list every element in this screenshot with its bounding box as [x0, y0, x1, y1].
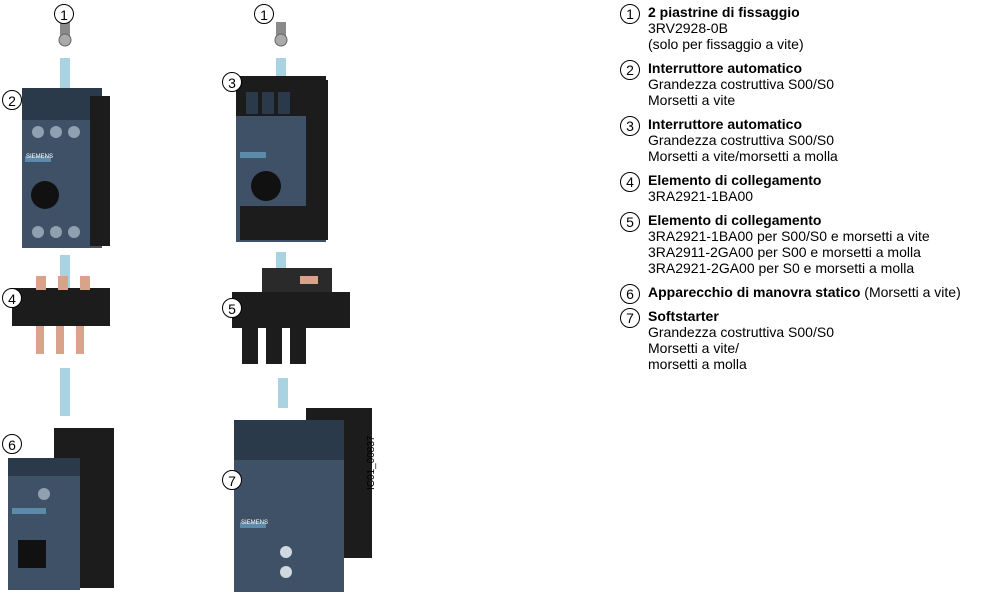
fixing-plate-right: [274, 22, 288, 47]
legend-number: 5: [620, 212, 640, 232]
connector-bar: [278, 378, 288, 408]
figure-id: IC01_00837: [366, 435, 377, 491]
legend-entry-5: 5 Elemento di collegamento 3RA2921-1BA00…: [620, 212, 995, 276]
callout-6: 6: [2, 434, 22, 454]
solid-state-switching-device: [8, 428, 114, 590]
legend-entry-6: 6 Apparecchio di manovra statico (Morset…: [620, 284, 995, 304]
legend-number: 2: [620, 60, 640, 80]
legend-number: 6: [620, 284, 640, 304]
legend-number: 4: [620, 172, 640, 192]
legend-line: Morsetti a vite: [648, 92, 736, 108]
softstarter: [234, 408, 372, 592]
legend: 1 2 piastrine di fissaggio 3RV2928-0B (s…: [620, 4, 995, 380]
legend-suffix: (Morsetti a vite): [860, 284, 961, 300]
callout-1-left: 1: [54, 4, 74, 24]
legend-number: 3: [620, 116, 640, 136]
legend-line: Grandezza costruttiva S00/S0: [648, 76, 834, 92]
callout-2: 2: [2, 90, 22, 110]
circuit-breaker-spring: [236, 76, 328, 242]
legend-title: Softstarter: [648, 308, 719, 324]
legend-title: Elemento di collegamento: [648, 212, 822, 228]
legend-title: Interruttore automatico: [648, 60, 803, 76]
legend-number: 1: [620, 4, 640, 24]
legend-number: 7: [620, 308, 640, 328]
fixing-plate-left: [58, 22, 72, 47]
legend-line: 3RA2921-1BA00: [648, 188, 754, 204]
legend-line: Morsetti a vite/: [648, 340, 740, 356]
legend-entry-3: 3 Interruttore automatico Grandezza cost…: [620, 116, 995, 164]
legend-line: Morsetti a vite/morsetti a molla: [648, 148, 838, 164]
legend-entry-4: 4 Elemento di collegamento 3RA2921-1BA00: [620, 172, 995, 204]
callout-5: 5: [222, 298, 242, 318]
legend-line: 3RA2911-2GA00 per S00 e morsetti a molla: [648, 244, 921, 260]
callout-1-right: 1: [254, 4, 274, 24]
legend-line: 3RA2921-2GA00 per S0 e morsetti a molla: [648, 260, 915, 276]
legend-entry-1: 1 2 piastrine di fissaggio 3RV2928-0B (s…: [620, 4, 995, 52]
link-module-spring: [232, 268, 350, 364]
legend-line: (solo per fissaggio a vite): [648, 36, 804, 52]
legend-title: Elemento di collegamento: [648, 172, 822, 188]
brand-label-breaker: SIEMENS: [26, 154, 54, 160]
connector-bar: [60, 368, 70, 416]
callout-3: 3: [222, 72, 242, 92]
connector-bar: [60, 58, 70, 96]
legend-line: 3RA2921-1BA00 per S00/S0 e morsetti a vi…: [648, 228, 930, 244]
legend-entry-7: 7 Softstarter Grandezza costruttiva S00/…: [620, 308, 995, 372]
link-module-screw: [12, 276, 110, 354]
circuit-breaker-screw: [22, 88, 110, 248]
legend-line: Grandezza costruttiva S00/S0: [648, 132, 834, 148]
legend-title: 2 piastrine di fissaggio: [648, 4, 800, 20]
legend-line: 3RV2928-0B: [648, 20, 728, 36]
legend-title: Apparecchio di manovra statico: [648, 284, 861, 300]
legend-line: morsetti a molla: [648, 356, 747, 372]
legend-title: Interruttore automatico: [648, 116, 803, 132]
legend-entry-2: 2 Interruttore automatico Grandezza cost…: [620, 60, 995, 108]
callout-7: 7: [222, 470, 242, 490]
callout-4: 4: [2, 288, 22, 308]
legend-line: Grandezza costruttiva S00/S0: [648, 324, 834, 340]
brand-label-softstarter: SIEMENS: [241, 520, 269, 526]
